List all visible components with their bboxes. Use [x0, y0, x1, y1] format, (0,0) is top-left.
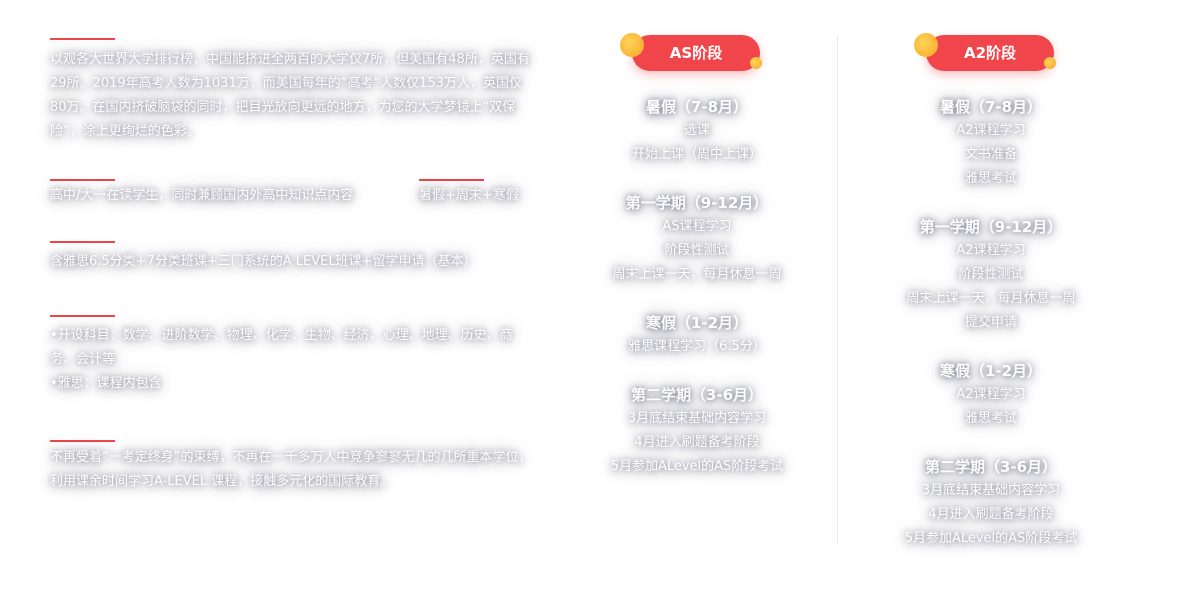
period-item: 雅思考试	[964, 171, 1017, 186]
period-item: 5月参加ALevel的AS阶段考试	[610, 459, 784, 474]
period-item: 阶段性测试	[664, 243, 730, 258]
period-title: 第二学期（3-6月）	[630, 386, 764, 404]
section-marker-subjects	[50, 315, 115, 317]
ielts-text: •雅思：课程内包含	[50, 376, 162, 391]
as-period-summer: 暑假（7-8月） 选课 开始上课（周中上课）	[577, 95, 817, 167]
period-item: 选课	[683, 123, 710, 138]
period-item: 阶段性测试	[958, 267, 1024, 282]
section-marker-schedule	[419, 179, 484, 181]
period-title: 第二学期（3-6月）	[924, 458, 1058, 476]
period-title: 寒假（1-2月）	[645, 314, 749, 332]
period-item: 3月底结束基础内容学习	[921, 483, 1061, 498]
period-title: 暑假（7-8月）	[939, 98, 1043, 116]
a2-stage-column: A2阶段 暑假（7-8月） A2课程学习 文书准备 雅思考试 第一学期（9-12…	[871, 33, 1111, 551]
period-title: 暑假（7-8月）	[645, 98, 749, 116]
period-item: 5月参加ALevel的AS阶段考试	[904, 531, 1078, 546]
a2-period-summer: 暑假（7-8月） A2课程学习 文书准备 雅思考试	[871, 95, 1111, 191]
period-item: 雅思课程学习（6.5分）	[628, 339, 766, 354]
intro-paragraph: 以观各大世界大学排行榜，中国能挤进全两百的大学仅7所，但美国有48所，英国有29…	[50, 52, 530, 139]
as-stage-badge-wrap: AS阶段	[620, 33, 772, 77]
a2-period-term1: 第一学期（9-12月） A2课程学习 阶段性测试 周末上课一天，每月休息一周 提…	[871, 215, 1111, 335]
schedule-text: 暑假+周末+寒假	[419, 188, 519, 203]
section-marker-target	[50, 179, 115, 181]
period-item: A2课程学习	[956, 123, 1026, 138]
dot-decoration-icon	[914, 33, 938, 57]
period-item: 周末上课一天，每月休息一周	[906, 291, 1076, 306]
period-item: 4月进入刷题备考阶段	[928, 507, 1054, 522]
period-item: A2课程学习	[956, 243, 1026, 258]
period-item: 雅思考试	[964, 411, 1017, 426]
as-stage-column: AS阶段 暑假（7-8月） 选课 开始上课（周中上课） 第一学期（9-12月） …	[577, 33, 817, 479]
as-period-term2: 第二学期（3-6月） 3月底结束基础内容学习 4月进入刷题备考阶段 5月参加AL…	[577, 383, 817, 479]
section-marker-intro	[50, 38, 115, 40]
dot-decoration-icon	[1044, 57, 1056, 69]
as-period-term1: 第一学期（9-12月） AS课程学习 阶段性测试 周末上课一天，每月休息一周	[577, 191, 817, 287]
period-item: AS课程学习	[662, 219, 732, 234]
dot-decoration-icon	[620, 33, 644, 57]
period-item: 文书准备	[964, 147, 1017, 162]
a2-period-term2: 第二学期（3-6月） 3月底结束基础内容学习 4月进入刷题备考阶段 5月参加AL…	[871, 455, 1111, 551]
as-period-winter: 寒假（1-2月） 雅思课程学习（6.5分）	[577, 311, 817, 359]
period-item: 3月底结束基础内容学习	[627, 411, 767, 426]
a2-stage-badge: A2阶段	[926, 35, 1054, 71]
subjects-text: •开设科目：数学、进阶数学、物理、化学、生物、经济、心理、地理、历史、商务、会计…	[50, 328, 513, 367]
column-divider	[837, 36, 838, 544]
as-stage-badge: AS阶段	[632, 35, 760, 71]
target-students-text: 高中/大一在读学生，同时兼顾国内外高中知识点内容	[50, 188, 354, 203]
period-title: 第一学期（9-12月）	[919, 218, 1063, 236]
period-item: 周末上课一天，每月休息一周	[612, 267, 782, 282]
a2-stage-badge-wrap: A2阶段	[914, 33, 1066, 77]
period-item: A2课程学习	[956, 387, 1026, 402]
section-marker-package	[50, 241, 115, 243]
a2-period-winter: 寒假（1-2月） A2课程学习 雅思考试	[871, 359, 1111, 431]
period-item: 提交申请	[964, 315, 1017, 330]
period-item: 4月进入刷题备考阶段	[634, 435, 760, 450]
advantage-text: 不再受着“一考定终身”的束缚，不再在一千多万人中竞争寥寥无几的几所重本学位，利用…	[50, 450, 532, 489]
dot-decoration-icon	[750, 57, 762, 69]
period-title: 第一学期（9-12月）	[625, 194, 769, 212]
period-title: 寒假（1-2月）	[939, 362, 1043, 380]
package-text: 含雅思6.5分类+7分类班课+三门系统的A LEVEL班课+留学申请（基本）	[50, 254, 477, 269]
section-marker-advantage	[50, 440, 115, 442]
period-item: 开始上课（周中上课）	[631, 147, 762, 162]
